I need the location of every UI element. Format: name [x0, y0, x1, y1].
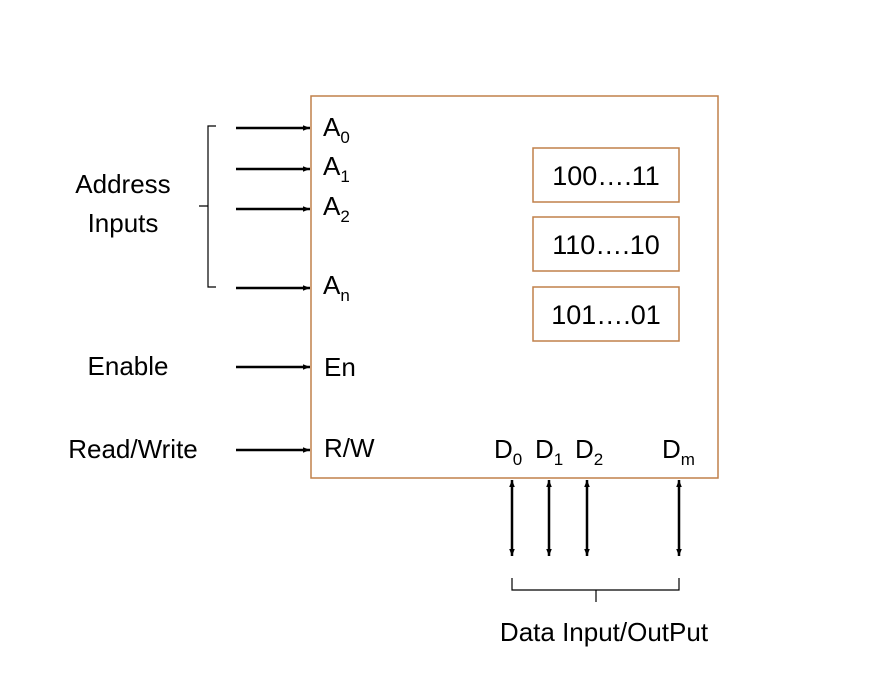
pin-an: An: [323, 270, 350, 305]
pin-a0: A0: [323, 112, 350, 147]
memory-word-box-3: [532, 286, 680, 342]
memory-unit-box: [310, 95, 719, 479]
pin-d1: D1: [535, 434, 563, 469]
read-write-label: Read/Write: [68, 434, 198, 464]
address-inputs-label-line1: Address: [75, 169, 170, 199]
address-inputs-label-line2: Inputs: [88, 208, 159, 238]
address-brace: [199, 125, 216, 288]
enable-label: Enable: [88, 351, 169, 381]
data-brace: [511, 578, 680, 602]
pin-d0: D0: [494, 434, 522, 469]
pin-a1: A1: [323, 151, 350, 186]
pin-d2: D2: [575, 434, 603, 469]
memory-word-box-2: [532, 216, 680, 272]
pin-dm: Dm: [662, 434, 695, 469]
memory-word-1: 100….11: [552, 161, 660, 191]
memory-word-box-1: [532, 147, 680, 203]
pin-a2: A2: [323, 191, 350, 226]
memory-word-3: 101….01: [551, 300, 661, 330]
pin-read-write: R/W: [324, 433, 375, 463]
memory-word-2: 110….10: [552, 230, 660, 260]
pin-enable: En: [324, 352, 356, 382]
data-io-label: Data Input/OutPut: [500, 617, 709, 647]
